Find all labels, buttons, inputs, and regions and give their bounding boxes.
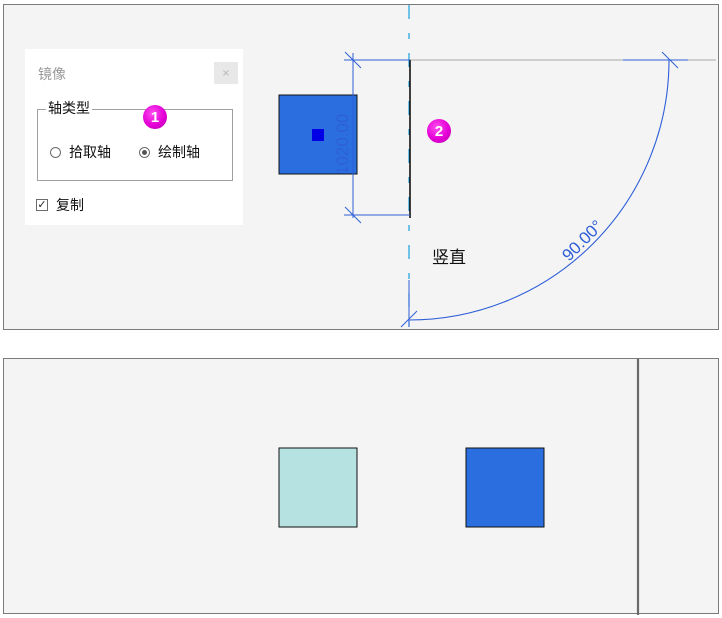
drawing-overlay: 1020.00 90.00°: [278, 5, 716, 331]
axis-type-label: 轴类型: [46, 100, 92, 118]
original-element-faded: [278, 447, 358, 528]
copy-checkbox-row[interactable]: ✓ 复制: [36, 195, 84, 215]
radio-draw-axis-label: 绘制轴: [158, 145, 200, 161]
axis-direction-hint: 竖直: [432, 248, 466, 268]
close-icon: ×: [221, 67, 231, 79]
radio-unselected-icon[interactable]: [50, 146, 61, 158]
axis-type-group: 轴类型: [37, 100, 233, 181]
mirrored-element: [465, 447, 545, 528]
element-grip: [312, 129, 324, 141]
drawing-canvas-bottom[interactable]: [3, 358, 719, 615]
result-overlay: [278, 359, 640, 615]
callout-badge-1: 1: [143, 105, 167, 129]
angle-arc: [408, 59, 670, 321]
angle-ticks: [400, 51, 688, 328]
callout-badge-2: 2: [427, 119, 451, 143]
radio-draw-axis[interactable]: 绘制轴: [139, 142, 200, 162]
dialog-title: 镜像: [38, 67, 66, 83]
radio-pick-axis[interactable]: 拾取轴: [50, 142, 111, 162]
radio-pick-axis-label: 拾取轴: [69, 145, 111, 161]
dimension-text[interactable]: 1020.00: [333, 114, 352, 175]
dimension-graphic: [344, 51, 410, 224]
mirror-dialog: 镜像 × 轴类型 拾取轴 绘制轴 ✓ 复制 1: [25, 49, 243, 225]
close-button[interactable]: ×: [214, 62, 238, 84]
angle-text: 90.00°: [558, 217, 606, 265]
radio-selected-icon[interactable]: [139, 146, 150, 158]
copy-label: 复制: [56, 198, 84, 214]
checkmark-icon[interactable]: ✓: [36, 198, 48, 211]
drawing-canvas-top[interactable]: 1020.00 90.00° 竖直 2 镜像 × 轴类型 拾取轴 绘制轴 ✓: [3, 4, 719, 331]
